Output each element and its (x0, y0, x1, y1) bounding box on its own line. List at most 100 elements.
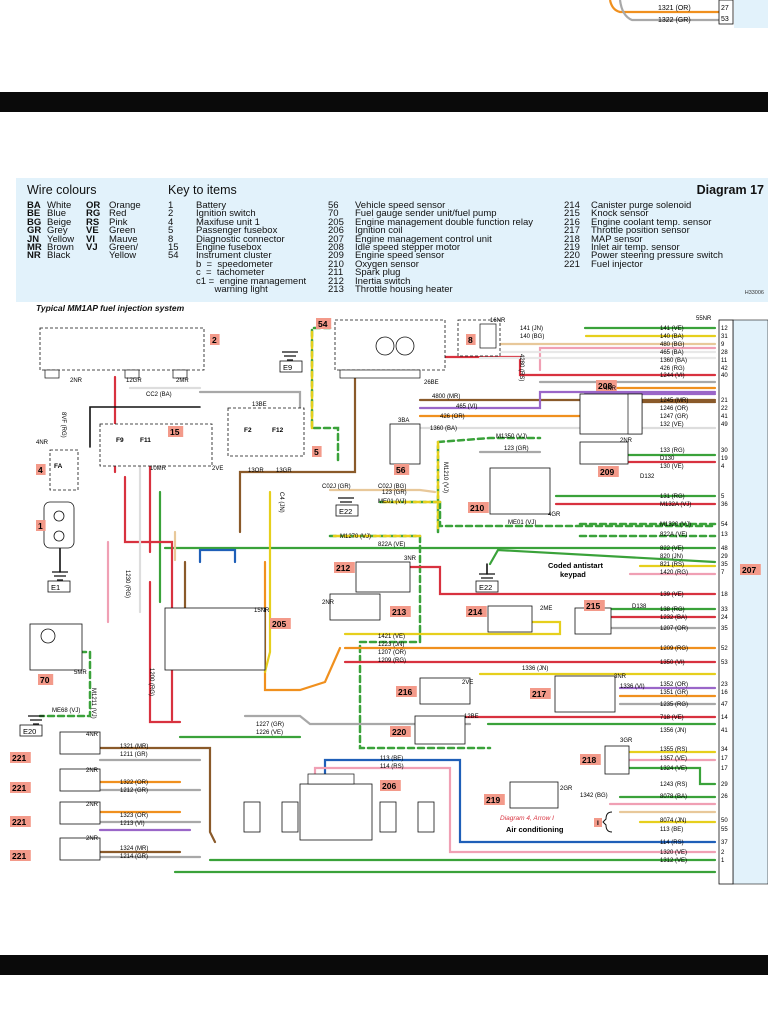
component-number: 70 (40, 675, 50, 685)
ecu-wire-label: 1247 (GR) (660, 414, 688, 420)
component-number: 221 (12, 753, 26, 763)
wire-number: 1226 (VE) (256, 730, 283, 736)
legend-code: 56 (328, 200, 339, 211)
legend-code: 215 (564, 208, 580, 220)
legend-code: VI (86, 233, 95, 245)
wire-number: 123 (GR) (382, 490, 407, 496)
legend-code: GR (27, 225, 42, 237)
diagram-title: Diagram 17 (696, 183, 764, 197)
ecu-wire-label: 1232 (BA) (660, 615, 687, 621)
ecu-pin-number: 33 (721, 607, 728, 613)
inertia-switch-212 (355, 561, 411, 593)
wire-number: 10MR (150, 466, 167, 472)
component-tag (394, 464, 410, 475)
engine-speed-sensor-209 (579, 441, 629, 465)
ecu-pin-number: 53 (721, 660, 728, 666)
wiring-diagram: 2548155415620820921021221321421520720570… (10, 316, 768, 885)
ecu-wire-label: 1312 (VE) (660, 858, 687, 864)
fuel-injectors-221 (59, 731, 101, 861)
ecu-pin-number: 1 (721, 858, 725, 864)
component-tag (10, 752, 31, 763)
wire-number: 2VE (212, 466, 223, 472)
maxifuse-unit-4 (49, 449, 79, 491)
component-tag (596, 380, 617, 391)
legend-text: Brown (47, 242, 74, 253)
wire-number: M1350 (VJ) (496, 434, 527, 440)
legend-code: 206 (328, 225, 344, 237)
wire-number: 1213 (VI) (120, 821, 145, 827)
component-number: 56 (396, 465, 406, 475)
earth-box (335, 504, 359, 517)
ecu-pin-number: 40 (721, 373, 728, 379)
wire-number: 4NR (604, 386, 617, 392)
wire-number: 1321 (MR) (120, 744, 148, 750)
legend-text: Engine management control unit (355, 233, 492, 245)
wire-number: 1212 (GR) (120, 788, 148, 794)
legend-text: Orange (109, 200, 141, 211)
wire-number: M1211 (VJ) (90, 688, 96, 719)
earth-label: E22 (479, 583, 492, 592)
wire-number: 3BA (398, 418, 409, 424)
wire-number: 1209 (RG) (378, 658, 406, 664)
aircon-brace (602, 811, 613, 833)
ecu-pin-number: 11 (721, 358, 728, 364)
ecu-pin-number: 35 (721, 562, 728, 568)
earth-label: E9 (283, 363, 292, 372)
legend-code: 213 (328, 284, 344, 295)
wire-number: 2MR (176, 378, 189, 384)
component-number: 217 (532, 689, 546, 699)
ecu-wire-label: 821 (RS) (660, 562, 684, 568)
knock-sensor-215 (574, 607, 612, 635)
legend-text: Battery (196, 200, 227, 211)
wire-number: 1360 (BA) (430, 426, 457, 432)
ecu-pin-number: 34 (721, 747, 728, 753)
legend-text: Black (47, 250, 71, 262)
legend-text: Maxifuse unit 1 (196, 216, 260, 228)
wire-number: C02J (GR) (322, 484, 351, 490)
wire-number: 141 (JN) (520, 326, 543, 332)
legend-code: 214 (564, 200, 580, 211)
wire-number: 426 (OR) (440, 414, 465, 420)
legend-code: 210 (328, 258, 344, 270)
ecu-pin-number: 4 (721, 464, 725, 470)
wire-colours-title: Wire colours (27, 183, 97, 197)
engine-management-relay-205 (164, 607, 266, 671)
ecu-pin-number: 36 (721, 502, 728, 508)
ecu-wire-label: M132A (VJ) (660, 502, 691, 508)
battery-1 (43, 501, 75, 549)
legend-code: 220 (564, 250, 580, 262)
component-number: 216 (398, 687, 412, 697)
component-tag (36, 520, 46, 531)
component-number: 221 (12, 817, 26, 827)
legend-text: Yellow (109, 250, 137, 262)
ecu-wire-label: 1360 (BA) (660, 358, 687, 364)
component-number: 1 (38, 521, 43, 531)
legend-code: 211 (328, 267, 344, 279)
legend-code: BG (27, 216, 42, 228)
ecu-wire-label: 133 (RG) (660, 448, 685, 454)
ecu-pin-number: 2 (721, 850, 725, 856)
legend-text: Canister purge solenoid (591, 200, 692, 211)
wire-number: 1336 (JN) (522, 666, 548, 672)
wire-number: 12GR (126, 378, 142, 384)
ecu-wire-label: D130 (660, 456, 675, 462)
ignition-switch-2 (39, 327, 205, 379)
earth-label: E22 (339, 507, 352, 516)
legend-code: OR (86, 200, 101, 211)
ecu-wire-label: 1357 (VE) (660, 756, 687, 762)
wire-number: ME68 (VJ) (52, 708, 80, 714)
ecu-wire-label: 132 (VE) (660, 422, 684, 428)
wire-number: 1230 (RG) (124, 570, 130, 598)
black-band-bottom (0, 955, 768, 975)
legend-code: MR (27, 242, 42, 253)
ecu-pin-number: 29 (721, 782, 728, 788)
component-number: 215 (586, 601, 600, 611)
ecu-wire-label: 1350 (VI) (660, 660, 685, 666)
ecu-pin-number: 47 (721, 702, 728, 708)
legend-code: 208 (328, 242, 344, 253)
component-tag (390, 606, 411, 617)
ecu-pin-number: 12 (721, 326, 728, 332)
ecu-pin-number: 16 (721, 690, 728, 696)
